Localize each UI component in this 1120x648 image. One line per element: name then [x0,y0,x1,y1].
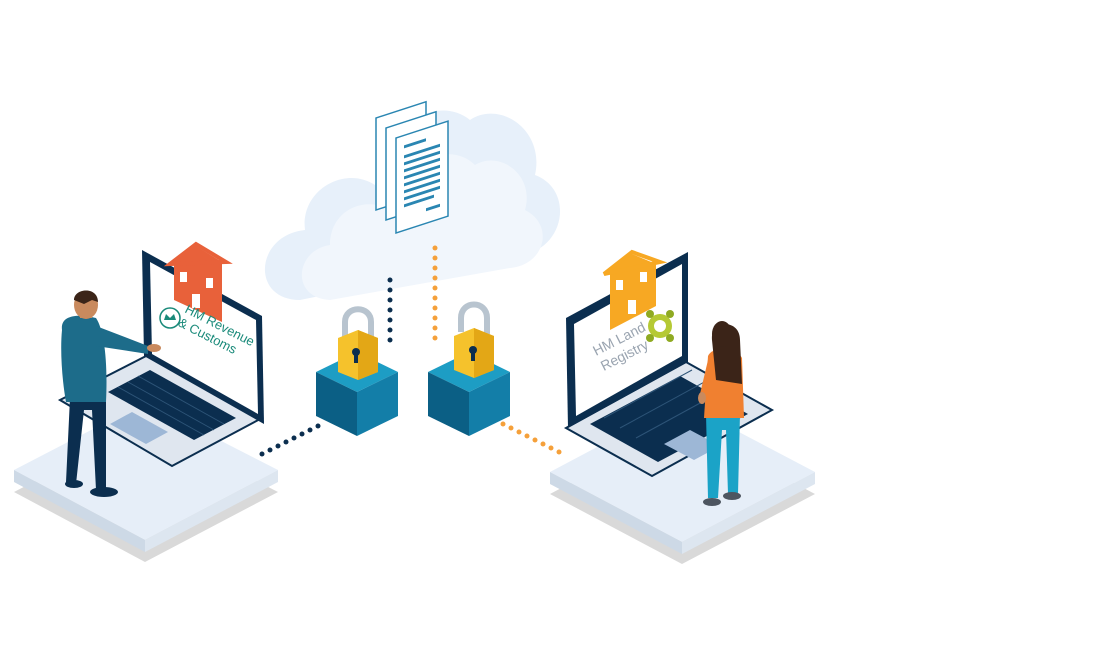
padlock-box-left [316,306,398,436]
padlock-icon [338,306,378,380]
laptop-left: HM Revenue & Customs [57,241,265,468]
documents-icon [375,100,449,234]
padlock-icon [454,301,494,378]
padlock-box-right [428,301,510,436]
house-icon [163,241,233,322]
crown-crest-icon [159,307,181,329]
land-registry-emblem-icon [646,310,674,342]
connector-navy [259,277,393,457]
woman-figure [698,321,744,506]
house-icon [602,249,668,330]
man-figure [61,290,161,497]
connector-orange [432,245,562,455]
laptop-right: HM Land Registry [563,249,775,478]
